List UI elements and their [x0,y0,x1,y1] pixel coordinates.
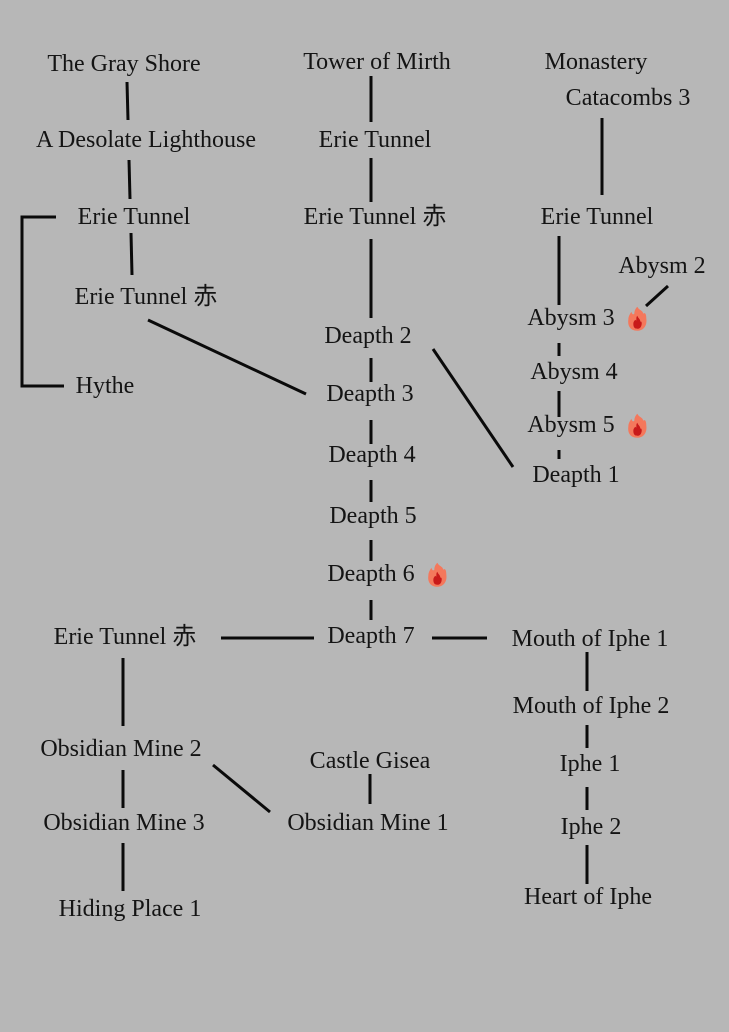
map-node-castle-gisea[interactable]: Castle Gisea [310,749,431,773]
node-label: Erie Tunnel [318,127,432,153]
node-label: Hiding Place 1 [58,896,202,922]
node-label: Deapth 7 [327,623,415,649]
map-node-obsidian3[interactable]: Obsidian Mine 3 [43,811,204,835]
node-label: Mouth of Iphe 1 [511,626,669,652]
map-node-mouth1[interactable]: Mouth of Iphe 1 [512,627,669,651]
map-node-heart-iphe[interactable]: Heart of Iphe [524,885,652,909]
map-node-monastery[interactable]: Monastery [545,50,648,74]
map-node-deapth1[interactable]: Deapth 1 [532,463,619,487]
map-node-catacombs3[interactable]: Catacombs 3 [566,86,691,110]
map-node-erie-red-m[interactable]: Erie Tunnel 赤 [304,205,447,229]
map-node-erie-red-b[interactable]: Erie Tunnel 赤 [54,625,197,649]
map-node-erie-red-l[interactable]: Erie Tunnel 赤 [75,285,218,309]
connection-line-erie_l1-erie_red_l [129,232,134,276]
node-label: Castle Gisea [309,748,431,774]
node-label: Mouth of Iphe 2 [512,693,670,719]
node-label: Deapth 5 [329,503,417,529]
node-label: A Desolate Lighthouse [36,127,256,153]
connection-line-gray_shore-lighthouse [125,81,130,121]
connection-line-lighthouse-erie_l1 [127,159,132,200]
map-node-abysm4[interactable]: Abysm 4 [530,360,617,384]
node-label: Deapth 1 [532,462,620,488]
node-label: Abysm 2 [618,253,706,279]
map-node-erie-m1[interactable]: Erie Tunnel [319,128,432,152]
map-node-deapth2[interactable]: Deapth 2 [324,324,411,348]
node-label: Obsidian Mine 3 [43,810,205,836]
map-node-lighthouse[interactable]: A Desolate Lighthouse [36,128,256,152]
node-label: Heart of Iphe [524,884,652,910]
map-node-deapth3[interactable]: Deapth 3 [326,382,413,406]
node-label: Deapth 4 [328,442,416,468]
map-node-abysm3[interactable]: Abysm 3 [527,306,648,332]
flame-icon [627,306,649,332]
map-node-obsidian2[interactable]: Obsidian Mine 2 [40,737,201,761]
map-node-abysm2[interactable]: Abysm 2 [618,254,705,278]
map-node-deapth5[interactable]: Deapth 5 [329,504,416,528]
map-node-abysm5[interactable]: Abysm 5 [527,413,648,439]
node-label: Deapth 6 [327,560,415,587]
node-label: Tower of Mirth [303,49,451,75]
node-label: Abysm 5 [527,411,615,438]
map-node-hiding1[interactable]: Hiding Place 1 [59,897,202,921]
map-node-tower-mirth[interactable]: Tower of Mirth [303,50,451,74]
node-label: Iphe 1 [559,751,621,777]
node-label: Erie Tunnel 赤 [53,624,197,650]
flame-icon [627,413,649,439]
node-label: The Gray Shore [47,51,201,77]
connection-line-obsidian2-obsidian1 [212,763,271,814]
node-label: Erie Tunnel [540,204,654,230]
node-label: Iphe 2 [560,814,622,840]
node-label: Abysm 3 [527,304,615,331]
map-node-deapth4[interactable]: Deapth 4 [328,443,415,467]
map-node-hythe[interactable]: Hythe [76,374,135,398]
connection-line-erie_l1-hythe [20,215,64,388]
flame-icon [427,562,449,588]
map-node-iphe1[interactable]: Iphe 1 [560,752,621,776]
map-node-deapth6[interactable]: Deapth 6 [327,562,448,588]
node-label: Obsidian Mine 1 [287,810,449,836]
node-label: Hythe [75,373,135,399]
node-label: Erie Tunnel 赤 [303,204,447,230]
node-label: Obsidian Mine 2 [40,736,202,762]
map-node-obsidian1[interactable]: Obsidian Mine 1 [287,811,448,835]
node-label: Monastery [544,49,648,75]
map-node-mouth2[interactable]: Mouth of Iphe 2 [513,694,670,718]
node-label: Erie Tunnel 赤 [74,284,218,310]
node-label: Abysm 4 [530,359,618,385]
map-node-erie-l1[interactable]: Erie Tunnel [78,205,191,229]
node-label: Erie Tunnel [77,204,191,230]
map-node-iphe2[interactable]: Iphe 2 [561,815,622,839]
node-label: Catacombs 3 [565,85,691,111]
connection-line-abysm2-abysm3 [644,284,670,308]
map-node-gray-shore[interactable]: The Gray Shore [47,52,200,76]
connection-line-deapth2-deapth1 [431,348,515,468]
map-node-deapth7[interactable]: Deapth 7 [327,624,414,648]
map-node-erie-r1[interactable]: Erie Tunnel [541,205,654,229]
node-label: Deapth 3 [326,381,414,407]
node-label: Deapth 2 [324,323,412,349]
connection-line-erie_red_l-deapth3 [147,318,307,396]
